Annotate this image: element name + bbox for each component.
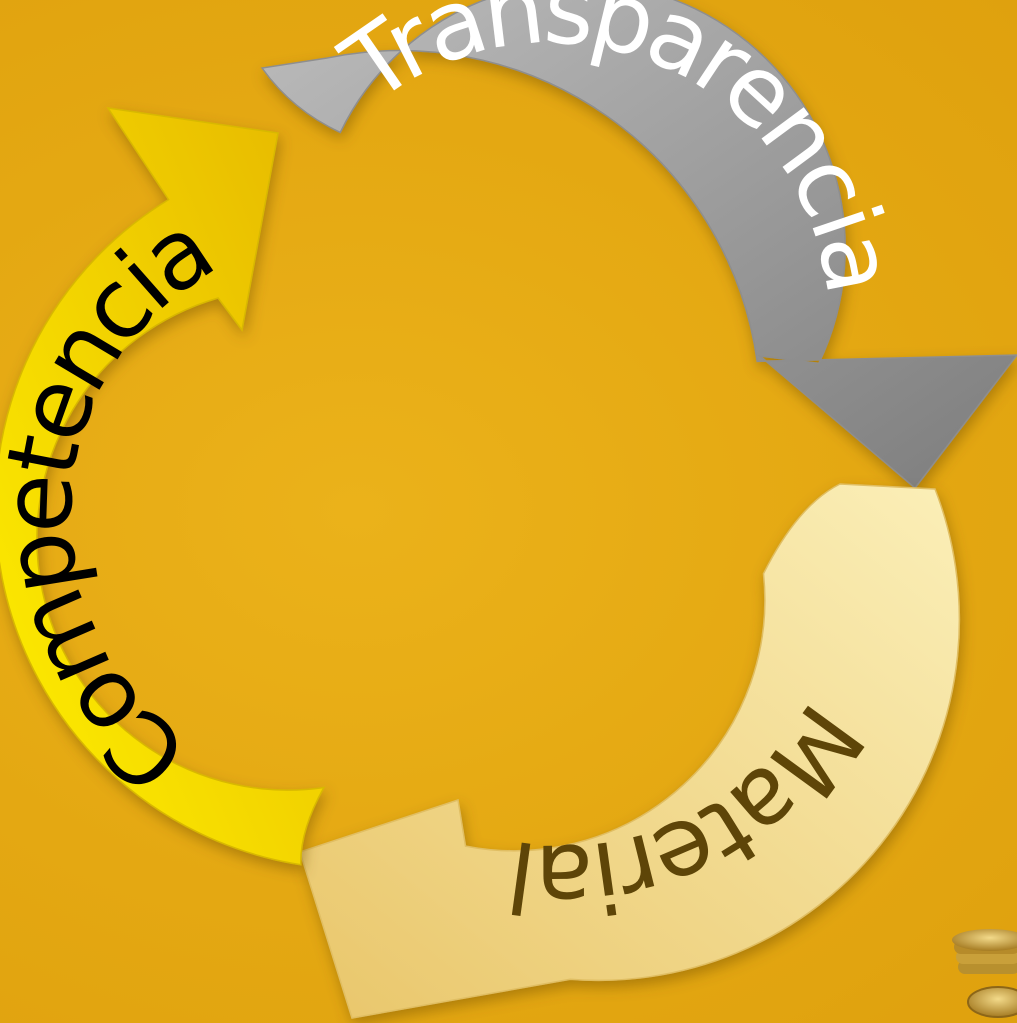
transparencia-label-path: Transparencia bbox=[322, 0, 917, 301]
competencia-label: Competencia bbox=[0, 192, 232, 814]
material-arrow bbox=[299, 483, 961, 1019]
competencia-arrow bbox=[0, 107, 326, 866]
competencia-label-path: Competencia bbox=[0, 192, 233, 814]
transparencia-arrow bbox=[260, 0, 1017, 490]
transparencia-label: Transparencia bbox=[322, 0, 916, 301]
stacked-coins-icon bbox=[952, 929, 1017, 1018]
